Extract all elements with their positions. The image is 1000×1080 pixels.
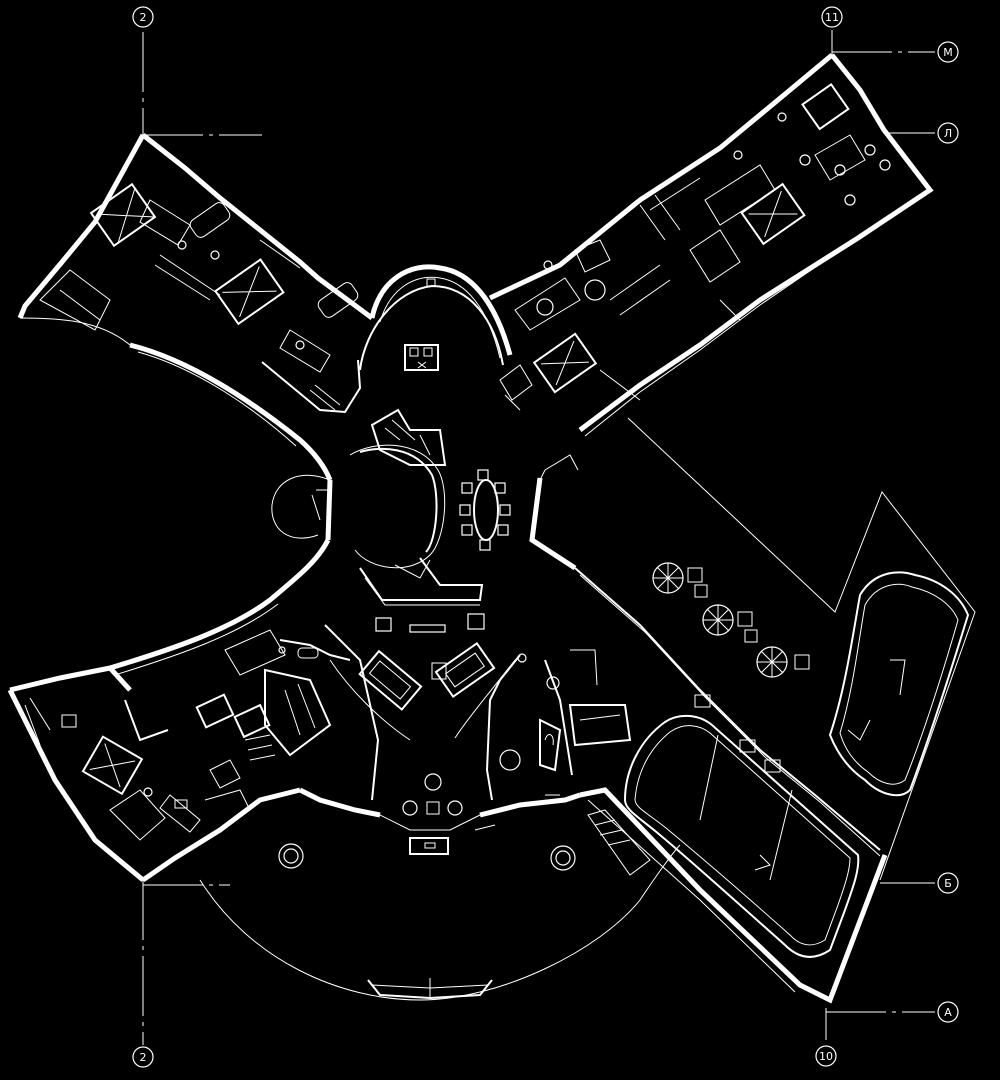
axis-label: А: [944, 1006, 952, 1019]
axis-bubble-10: 10: [815, 1045, 837, 1067]
axis-bubble-2-bottom: 2: [132, 1046, 154, 1068]
axis-bubble-a: А: [937, 1001, 959, 1023]
axis-label: Б: [944, 877, 952, 890]
lower-terrace: [199, 814, 681, 1001]
wing-upper-left: [17, 133, 374, 481]
axis-label: 11: [825, 11, 839, 24]
wing-lower-left: [7, 538, 331, 883]
wing-upper-right: [488, 53, 934, 437]
axis-label: 2: [140, 11, 147, 24]
axis-bubble-2-top: 2: [132, 6, 154, 28]
lower-rooms: [195, 624, 632, 855]
axis-bubble-l: Л: [937, 122, 959, 144]
central-hall: [271, 408, 511, 633]
parasol-group: [652, 562, 810, 678]
axis-label: М: [943, 46, 953, 59]
axis-bubble-m: М: [937, 41, 959, 63]
grid-axes: 2 2 11 10 М Л Б А: [132, 6, 959, 1068]
axis-label: 2: [140, 1051, 147, 1064]
pool: [579, 714, 888, 1004]
right-terrace: [529, 417, 976, 881]
axis-bubble-11: 11: [821, 6, 843, 28]
axis-label: 10: [819, 1050, 833, 1063]
central-arch: [359, 264, 533, 411]
axis-bubble-b: Б: [937, 872, 959, 894]
axis-label: Л: [944, 127, 952, 140]
